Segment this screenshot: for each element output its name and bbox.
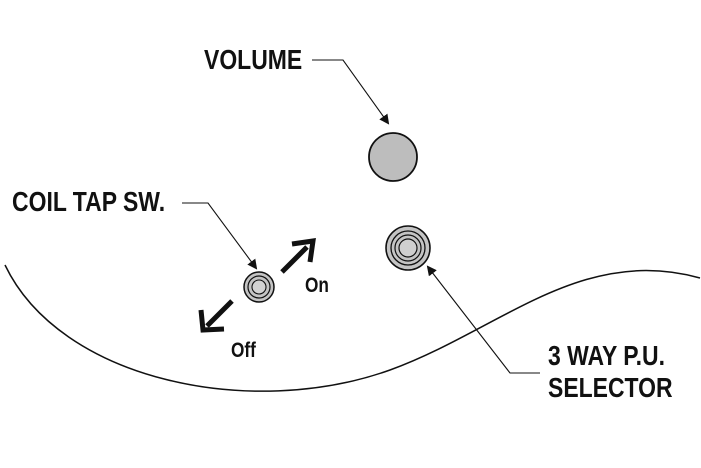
coil-tap-label: COIL TAP SW. [12, 186, 166, 217]
volume-knob-icon [368, 132, 418, 182]
on-arrow-icon [280, 238, 316, 274]
volume-label: VOLUME [204, 44, 303, 75]
guitar-body-outline [4, 264, 701, 392]
off-arrow-icon [198, 299, 234, 333]
volume-leader-line [312, 59, 390, 125]
selector-leader-line [426, 265, 540, 374]
coil-tap-switch-icon [243, 271, 275, 303]
off-label: Off [231, 339, 256, 362]
selector-label-line1: 3 WAY P.U. [548, 340, 666, 371]
on-label: On [305, 274, 329, 297]
selector-label-line2: SELECTOR [548, 372, 673, 403]
coil-tap-leader-line [182, 202, 258, 270]
selector-switch-icon [385, 225, 431, 271]
